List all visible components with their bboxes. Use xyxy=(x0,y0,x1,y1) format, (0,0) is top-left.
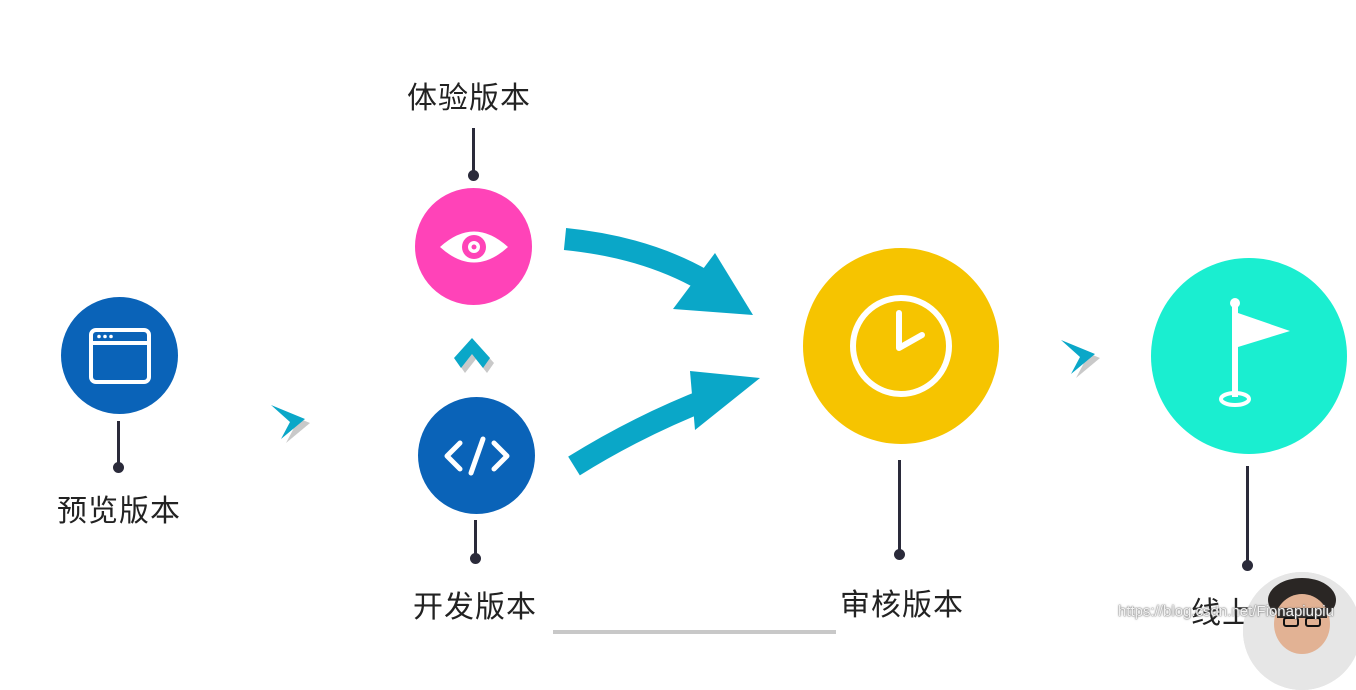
preview-stem-dot xyxy=(113,462,124,473)
code-icon xyxy=(444,436,509,475)
preview-version-label: 预览版本 xyxy=(57,494,181,529)
eye-icon xyxy=(439,231,508,262)
development-version-label: 开发版本 xyxy=(413,590,537,625)
experience-stem xyxy=(472,128,475,174)
arrow-experience-to-review xyxy=(563,228,753,315)
clock-icon xyxy=(850,295,952,397)
development-stem-dot xyxy=(470,553,481,564)
online-stem-dot xyxy=(1242,560,1253,571)
review-version-label: 审核版本 xyxy=(840,588,964,623)
preview-stem xyxy=(117,421,120,465)
online-version-node xyxy=(1151,258,1347,454)
chevron-up-icon xyxy=(454,338,494,373)
chevron-right-icon xyxy=(1061,340,1100,378)
arrow-development-to-review xyxy=(568,371,760,476)
experience-version-node xyxy=(415,188,532,305)
review-stem-dot xyxy=(894,549,905,560)
development-version-node xyxy=(418,397,535,514)
review-stem xyxy=(898,460,901,552)
review-version-node xyxy=(803,248,999,444)
chevron-right-icon xyxy=(271,405,310,443)
browser-window-icon xyxy=(88,327,151,384)
watermark-url: https://blog.csdn.net/Fionapiupiu xyxy=(1118,603,1334,620)
online-version-label: 线上 xyxy=(1191,596,1253,631)
online-stem xyxy=(1246,466,1249,564)
experience-version-label: 体验版本 xyxy=(407,81,531,116)
horizontal-scrollbar[interactable] xyxy=(553,630,836,634)
development-stem xyxy=(474,520,477,558)
preview-version-node xyxy=(61,297,178,414)
flag-icon xyxy=(1219,298,1290,407)
presenter-avatar xyxy=(1243,572,1356,690)
experience-stem-dot xyxy=(468,170,479,181)
